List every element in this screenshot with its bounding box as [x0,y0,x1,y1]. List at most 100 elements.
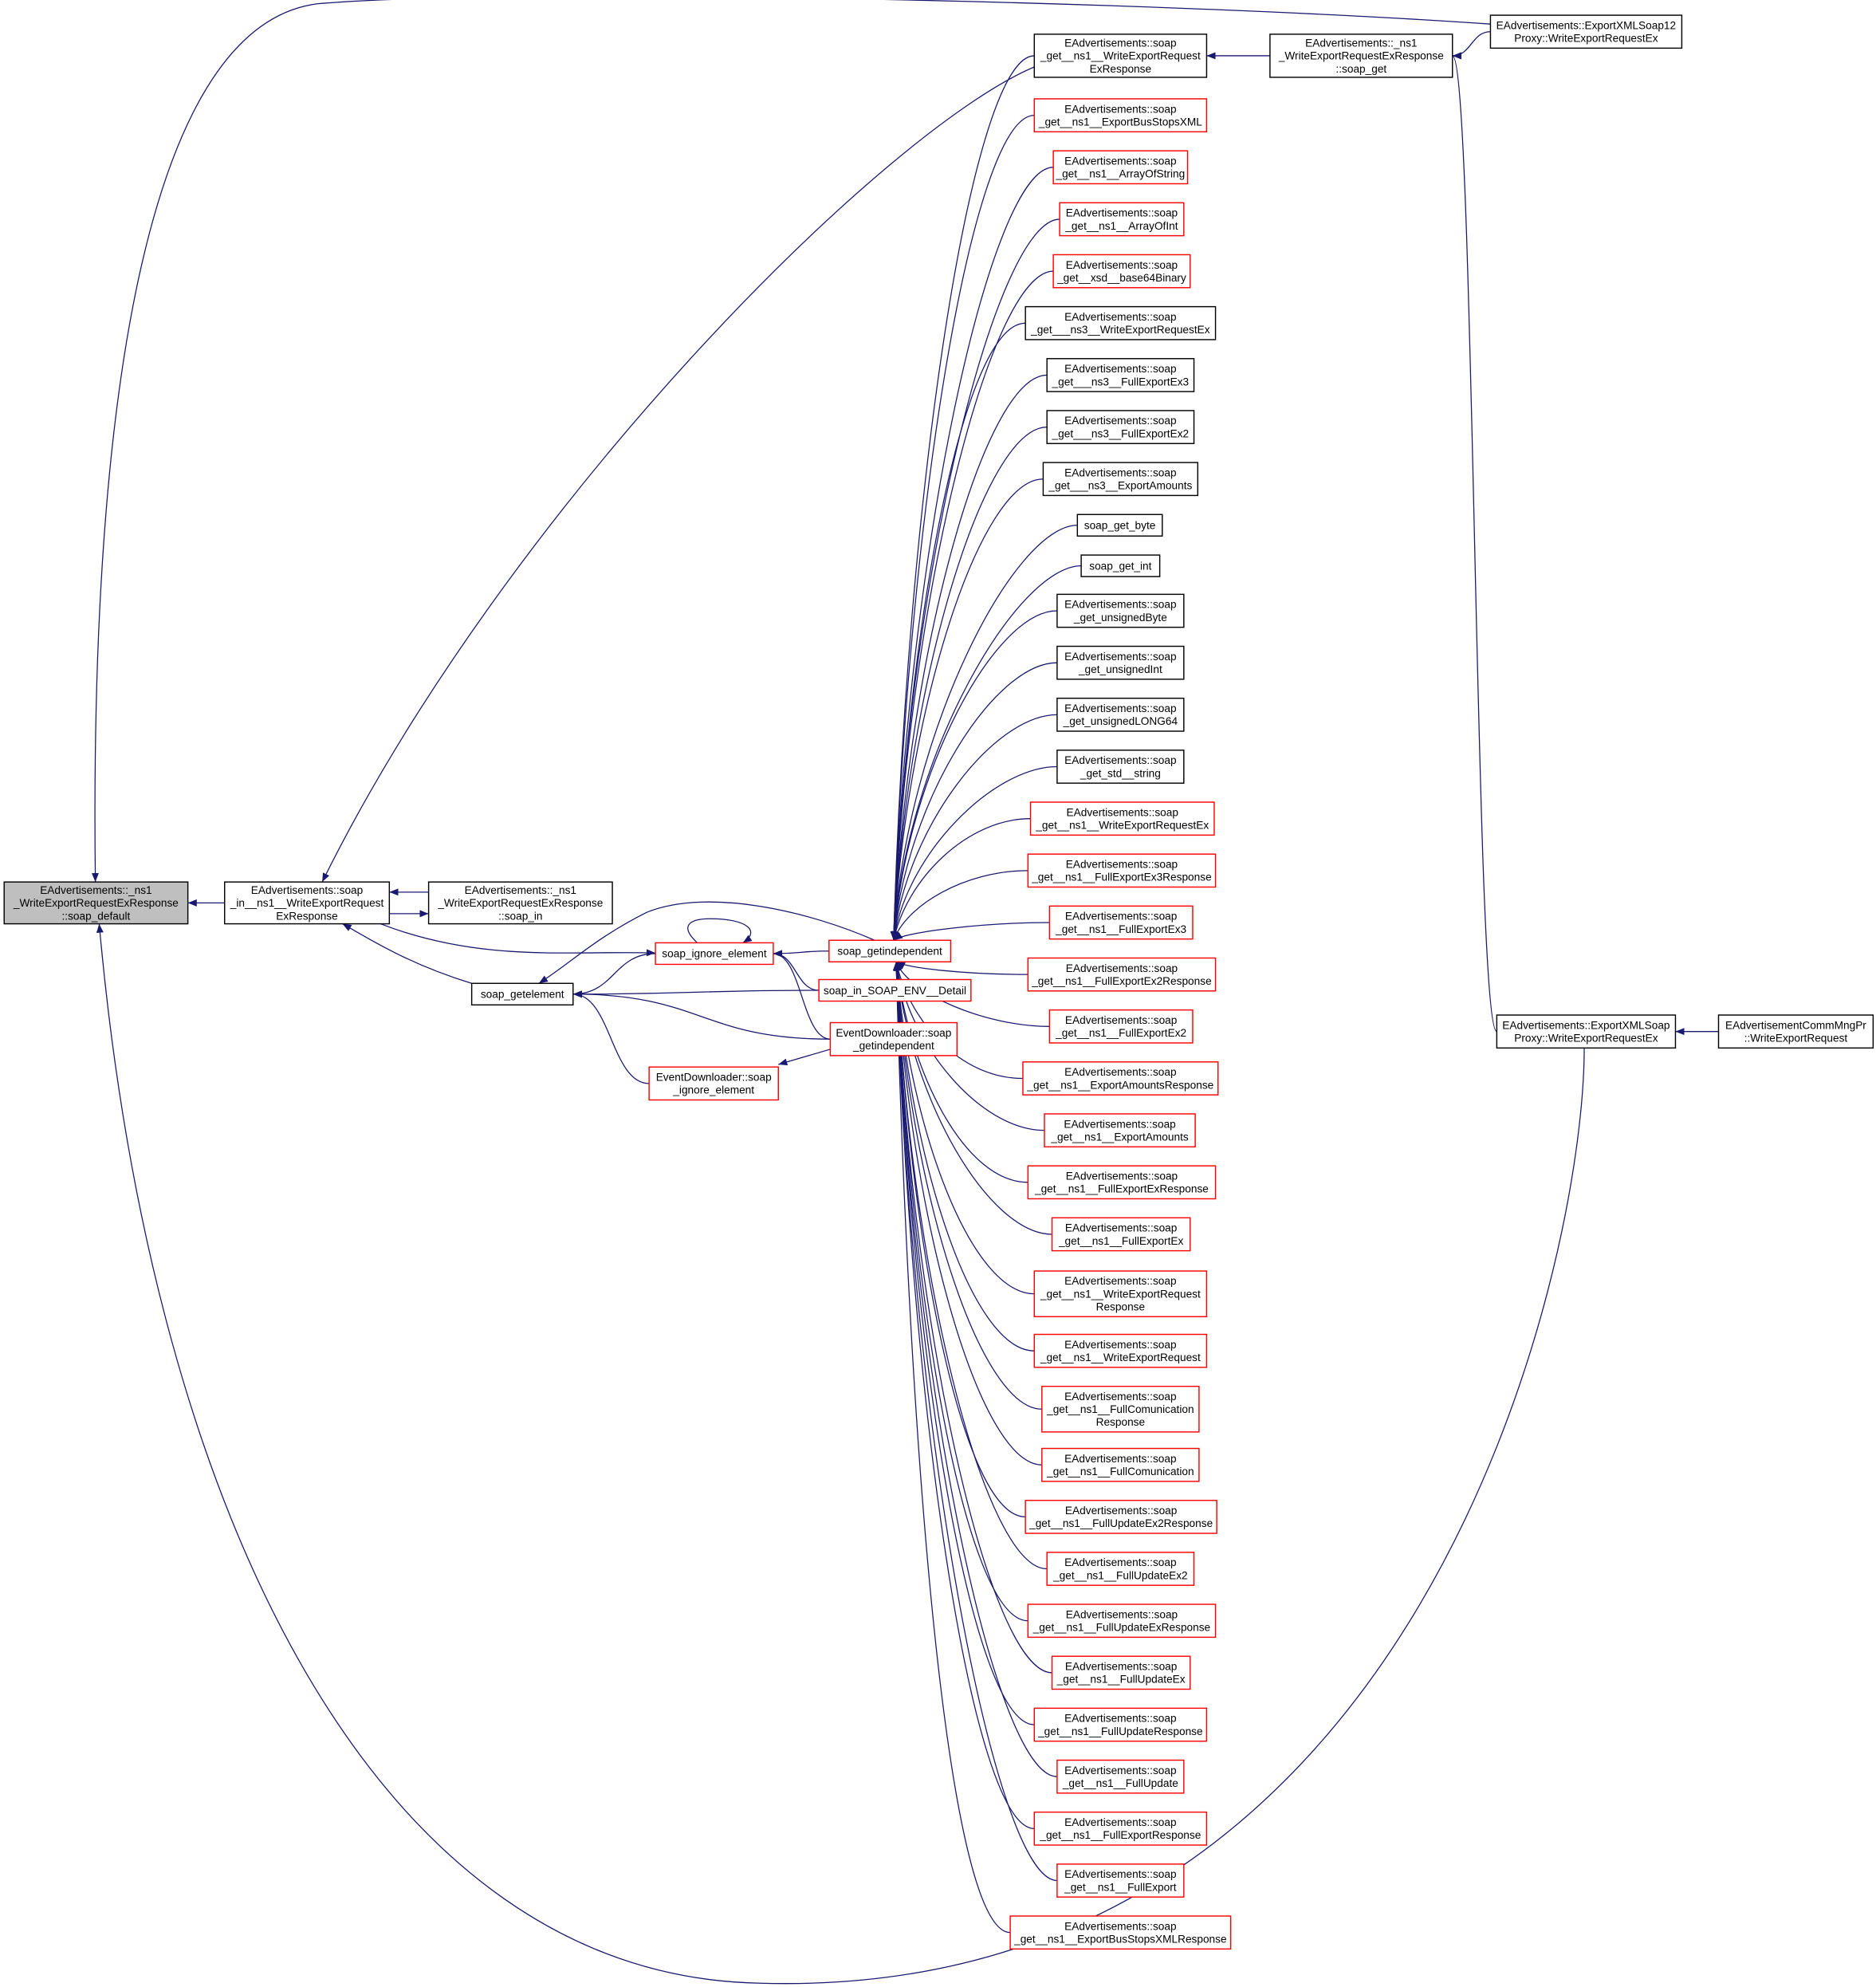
node-label: EAdvertisementCommMngPr [1725,1019,1866,1031]
node-label: _get__ns1__FullExportEx2Response [1031,975,1211,987]
node-label: _get___ns3__FullExportEx2 [1052,427,1190,439]
graph-node-c34[interactable]: EAdvertisements::soap_get__ns1__FullExpo… [1056,1863,1185,1898]
graph-node-n0[interactable]: EAdvertisements::_ns1_WriteExportRequest… [3,881,189,925]
node-label: EAdvertisements::soap [1064,651,1177,663]
graph-node-c7[interactable]: EAdvertisements::soap_get___ns3__ExportA… [1042,462,1199,497]
node-label: _get__ns1__WriteExportRequestEx [1035,820,1209,832]
graph-node-n1[interactable]: EAdvertisements::soap_in__ns1__WriteExpo… [224,881,391,925]
graph-node-c27[interactable]: EAdvertisements::soap_get__ns1__FullUpda… [1025,1499,1217,1534]
graph-node-n12[interactable]: EAdvertisements::ExportXMLSoapProxy::Wri… [1496,1014,1677,1049]
graph-node-n8[interactable]: EventDownloader::soap_ignore_element [648,1066,779,1101]
graph-node-c23[interactable]: EAdvertisements::soap_get__ns1__WriteExp… [1033,1270,1208,1317]
graph-node-c15[interactable]: EAdvertisements::soap_get__ns1__FullExpo… [1027,853,1217,888]
node-label: _get__ns1__WriteExportRequest [1040,1352,1201,1363]
edge-n12-to-n0 [96,923,1585,1985]
graph-node-c3[interactable]: EAdvertisements::soap_get__xsd__base64Bi… [1052,254,1191,289]
node-label: EAdvertisements::soap [1064,702,1177,714]
edge-c4-to-n5 [890,322,1026,941]
node-label: _get__ns1__FullExportEx [1058,1235,1184,1247]
node-label: EAdvertisements::soap [1066,859,1178,871]
node-label: _WriteExportRequestExResponse [437,897,603,909]
graph-node-n3[interactable]: soap_getelement [470,982,574,1006]
graph-node-c20[interactable]: EAdvertisements::soap_get__ns1__ExportAm… [1044,1113,1196,1148]
graph-node-c9[interactable]: soap_get_int [1080,554,1161,577]
node-label: _get__ns1__ExportBusStopsXMLResponse [1013,1934,1226,1946]
node-label: EAdvertisements::soap [1064,599,1177,611]
node-label: soap_getindependent [837,946,942,958]
node-box [3,881,189,925]
node-box [1059,202,1185,237]
node-label: EAdvertisements::soap [1064,1453,1177,1465]
node-box [648,1066,779,1101]
node-box [1027,1165,1217,1200]
edge-c7-to-n5 [891,478,1044,941]
edge-c30-to-n5 [893,962,1052,1674]
graph-node-c19[interactable]: EAdvertisements::soap_get__ns1__ExportAm… [1022,1061,1219,1096]
node-label: EAdvertisements::soap [1064,1920,1177,1932]
graph-node-c1[interactable]: EAdvertisements::soap_get__ns1__ArrayOfS… [1052,150,1189,185]
graph-node-c0[interactable]: EAdvertisements::soap_get__ns1__ExportBu… [1033,98,1208,133]
node-box [1046,358,1195,392]
graph-node-c16[interactable]: EAdvertisements::soap_get__ns1__FullExpo… [1048,905,1194,940]
graph-node-n11[interactable]: EAdvertisements::ExportXMLSoap12Proxy::W… [1489,14,1683,49]
node-label: _getindependent [852,1040,934,1052]
node-label: Proxy::WriteExportRequestEx [1514,1033,1658,1045]
node-box [1033,1333,1208,1368]
graph-node-c25[interactable]: EAdvertisements::soap_get__ns1__FullComu… [1041,1385,1200,1433]
graph-node-c24[interactable]: EAdvertisements::soap_get__ns1__WriteExp… [1033,1333,1208,1368]
graph-node-c28[interactable]: EAdvertisements::soap_get__ns1__FullUpda… [1046,1552,1195,1586]
graph-node-n9[interactable]: EAdvertisements::soap_get__ns1__WriteExp… [1033,33,1208,78]
graph-node-c5[interactable]: EAdvertisements::soap_get___ns3__FullExp… [1046,358,1195,392]
node-box [1052,254,1191,289]
node-label: _get__ns1__FullUpdate [1062,1777,1178,1789]
graph-node-c33[interactable]: EAdvertisements::soap_get__ns1__FullExpo… [1033,1811,1208,1846]
node-label: Response [1096,1416,1146,1428]
graph-node-n10[interactable]: EAdvertisements::_ns1_WriteExportRequest… [1269,33,1453,78]
node-label: EAdvertisements::_ns1 [40,884,151,896]
edge-c15-to-n5 [893,870,1028,941]
graph-node-c2[interactable]: EAdvertisements::soap_get__ns1__ArrayOfI… [1059,202,1185,237]
node-label: EventDownloader::soap [836,1027,951,1039]
graph-node-c13[interactable]: EAdvertisements::soap_get_std__string [1056,750,1185,784]
node-label: soap_getelement [481,989,564,1001]
graph-node-c6[interactable]: EAdvertisements::soap_get___ns3__FullExp… [1046,410,1195,444]
graph-node-n13[interactable]: EAdvertisementCommMngPr::WriteExportRequ… [1717,1014,1874,1049]
graph-node-c18[interactable]: EAdvertisements::soap_get__ns1__FullExpo… [1048,1009,1194,1044]
graph-node-n4[interactable]: soap_ignore_element [655,942,774,966]
node-box [1269,33,1453,78]
graph-node-n6[interactable]: soap_in_SOAP_ENV__Detail [818,978,972,1002]
edge-n11-to-n10 [1452,31,1491,60]
node-box [1025,1499,1217,1534]
node-box [1025,305,1217,340]
graph-node-c29[interactable]: EAdvertisements::soap_get__ns1__FullUpda… [1027,1603,1217,1639]
edge-n11-to-n0 [92,0,1491,883]
graph-node-c12[interactable]: EAdvertisements::soap_get_unsignedLONG64 [1056,697,1185,732]
graph-node-c26[interactable]: EAdvertisements::soap_get__ns1__FullComu… [1041,1447,1200,1482]
node-label: ::soap_default [62,910,131,922]
graph-node-c11[interactable]: EAdvertisements::soap_get_unsignedInt [1056,645,1185,680]
node-box [1052,150,1189,185]
graph-node-c21[interactable]: EAdvertisements::soap_get__ns1__FullExpo… [1027,1165,1217,1200]
graph-node-c22[interactable]: EAdvertisements::soap_get__ns1__FullExpo… [1051,1217,1191,1252]
graph-node-c14[interactable]: EAdvertisements::soap_get__ns1__WriteExp… [1029,801,1215,836]
node-label: EAdvertisements::_ns1 [465,884,576,896]
graph-node-c8[interactable]: soap_get_byte [1076,513,1163,537]
graph-node-n7[interactable]: EventDownloader::soap_getindependent [829,1021,958,1056]
node-label: _get__ns1__FullExport [1064,1881,1177,1893]
node-label: _get__ns1__FullUpdateResponse [1037,1725,1203,1737]
graph-node-c31[interactable]: EAdvertisements::soap_get__ns1__FullUpda… [1033,1707,1208,1742]
graph-node-c32[interactable]: EAdvertisements::soap_get__ns1__FullUpda… [1056,1759,1185,1794]
graph-node-c17[interactable]: EAdvertisements::soap_get__ns1__FullExpo… [1027,957,1217,992]
node-box [1076,513,1163,537]
edge-n4-to-n3 [572,953,656,998]
graph-node-n5[interactable]: soap_getindependent [828,939,952,962]
node-label: EAdvertisements::soap [1066,962,1178,974]
graph-node-c35[interactable]: EAdvertisements::soap_get__ns1__ExportBu… [1009,1915,1232,1950]
graph-node-n2[interactable]: EAdvertisements::_ns1_WriteExportRequest… [427,881,613,925]
graph-node-c30[interactable]: EAdvertisements::soap_get__ns1__FullUpda… [1051,1655,1191,1690]
graph-node-c10[interactable]: EAdvertisements::soap_get_unsignedByte [1056,593,1185,628]
node-label: _get__ns1__FullUpdateExResponse [1032,1622,1210,1634]
graph-node-c4[interactable]: EAdvertisements::soap_get___ns3__WriteEx… [1025,305,1217,340]
node-label: _get__ns1__FullExportResponse [1039,1829,1201,1841]
